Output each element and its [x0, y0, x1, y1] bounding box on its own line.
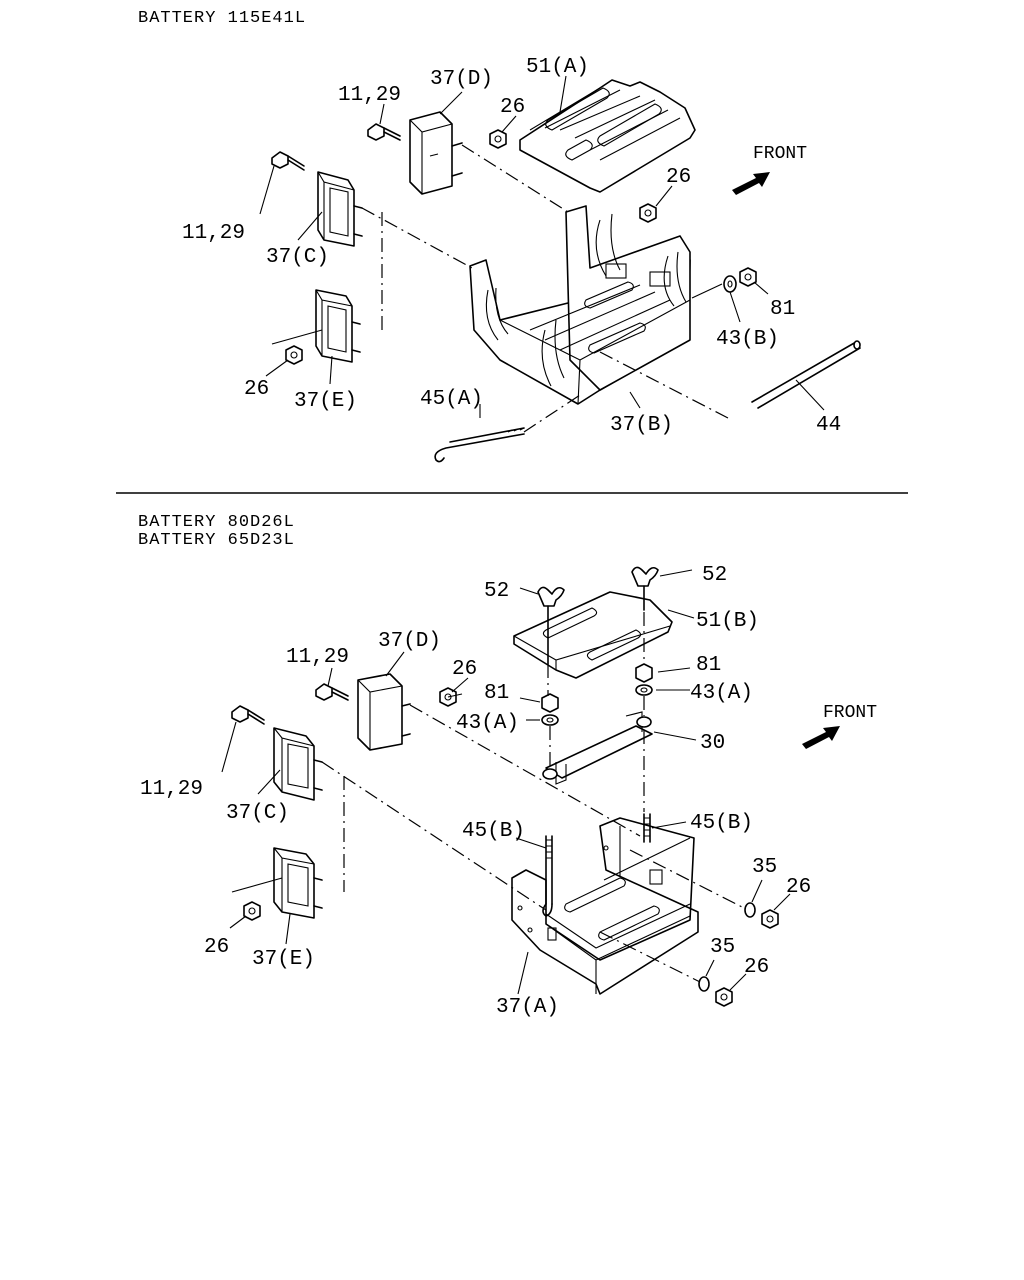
label-45b-right: 45(B): [690, 812, 753, 835]
bracket-37c: [317, 171, 363, 247]
assembly-lines: [321, 612, 745, 983]
label-11-29-upper: 11,29: [338, 84, 401, 107]
label-26-upper: 26: [452, 658, 477, 681]
label-43b: 43(B): [716, 328, 779, 351]
label-51a: 51(A): [526, 56, 589, 79]
bolt-icon: [231, 705, 265, 725]
front-arrow-icon: [802, 726, 840, 749]
front-arrow-icon: [732, 172, 770, 195]
battery-cover-51b: [513, 591, 673, 679]
washer-icon: [541, 714, 559, 726]
nut-icon: [739, 267, 757, 287]
label-37b: 37(B): [610, 414, 673, 437]
nut-icon: [541, 693, 559, 713]
bracket-37c: [273, 727, 323, 801]
label-37e: 37(E): [252, 948, 315, 971]
leader-lines: [221, 569, 791, 995]
label-11-29-left: 11,29: [140, 778, 203, 801]
label-51b: 51(B): [696, 610, 759, 633]
bottom-front-label: FRONT: [823, 703, 877, 723]
wing-nut-icon: [537, 586, 565, 665]
bracket-37d: [409, 111, 463, 195]
washer-icon: [744, 902, 756, 918]
label-81: 81: [770, 298, 795, 321]
label-37d: 37(D): [430, 68, 493, 91]
bolt-icon: [367, 123, 401, 141]
label-43a-right: 43(A): [690, 682, 753, 705]
label-52-right: 52: [702, 564, 727, 587]
label-37c: 37(C): [226, 802, 289, 825]
assembly-lines: [361, 144, 729, 433]
label-26-lower-right: 26: [744, 956, 769, 979]
battery-cover-51a: [519, 79, 696, 193]
battery-tray-37b: [469, 205, 691, 405]
bracket-37e: [315, 289, 361, 363]
bottom-header-line2: BATTERY 65D23L: [138, 531, 295, 550]
bolt-icon: [315, 683, 349, 701]
washer-icon: [635, 684, 653, 696]
label-30: 30: [700, 732, 725, 755]
washer-icon: [698, 976, 710, 992]
nut-icon: [635, 663, 653, 683]
rod-44: [751, 340, 861, 409]
label-81-right: 81: [696, 654, 721, 677]
label-26-upper-right: 26: [786, 876, 811, 899]
bracket-37e: [273, 847, 323, 919]
label-52-left: 52: [484, 580, 509, 603]
label-45b-left: 45(B): [462, 820, 525, 843]
label-26-upper: 26: [500, 96, 525, 119]
label-43a-left: 43(A): [456, 712, 519, 735]
wing-nut-icon: [631, 566, 659, 611]
label-81-left: 81: [484, 682, 509, 705]
top-header: BATTERY 115E41L: [138, 9, 306, 28]
label-26-lower: 26: [204, 936, 229, 959]
label-35-lower: 35: [710, 936, 735, 959]
label-45a: 45(A): [420, 388, 483, 411]
label-44: 44: [816, 414, 841, 437]
label-37a: 37(A): [496, 996, 559, 1019]
battery-clamp-30: [542, 711, 653, 785]
bottom-header-line1: BATTERY 80D26L: [138, 513, 295, 532]
label-26-right: 26: [666, 166, 691, 189]
label-11-29-upper: 11,29: [286, 646, 349, 669]
top-front-label: FRONT: [753, 144, 807, 164]
label-37c: 37(C): [266, 246, 329, 269]
washer-icon: [723, 275, 737, 293]
bracket-37d: [357, 673, 411, 751]
rod-45a: [434, 427, 525, 463]
nut-icon: [285, 345, 303, 365]
label-35-upper: 35: [752, 856, 777, 879]
nut-icon: [243, 901, 261, 921]
nut-icon: [639, 203, 657, 223]
nut-icon: [715, 987, 733, 1007]
label-11-29-left: 11,29: [182, 222, 245, 245]
label-37e: 37(E): [294, 390, 357, 413]
nut-icon: [761, 909, 779, 929]
rod-45b-right: [643, 813, 651, 843]
nut-icon: [489, 129, 507, 149]
label-37d: 37(D): [378, 630, 441, 653]
label-26-lower: 26: [244, 378, 269, 401]
leader-lines: [259, 75, 825, 418]
bolt-icon: [271, 151, 305, 171]
